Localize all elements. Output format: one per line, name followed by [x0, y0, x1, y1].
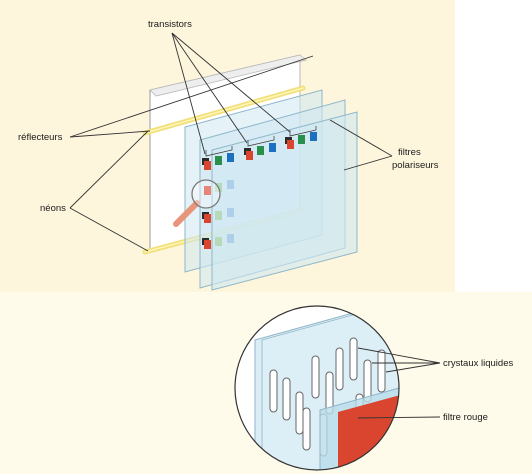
pixel-group-3: [285, 132, 317, 149]
callout-lines-bottom: [357, 347, 441, 419]
pixel-rows-lower: [202, 180, 234, 249]
label-neons: néons: [40, 203, 66, 214]
magnifier: [173, 179, 221, 227]
magnifier-lens: [191, 179, 221, 209]
magnifier-handle: [173, 200, 200, 227]
pixel-group-1: [202, 153, 234, 170]
label-polariseurs: polariseurs: [392, 160, 439, 171]
callout-lines-top: [69, 32, 393, 252]
label-filtres: filtres: [398, 147, 421, 158]
zoom-detail: [234, 305, 400, 471]
zoom-circle-outline: [234, 305, 400, 471]
pixel-group-2: [244, 143, 276, 160]
label-reflecteurs: réflecteurs: [18, 132, 63, 143]
label-filtre-rouge: filtre rouge: [443, 412, 488, 423]
label-transistors: transistors: [148, 19, 192, 30]
pixel-row-top: [202, 126, 317, 170]
label-crystaux-liquides: crystaux liquides: [443, 358, 513, 369]
